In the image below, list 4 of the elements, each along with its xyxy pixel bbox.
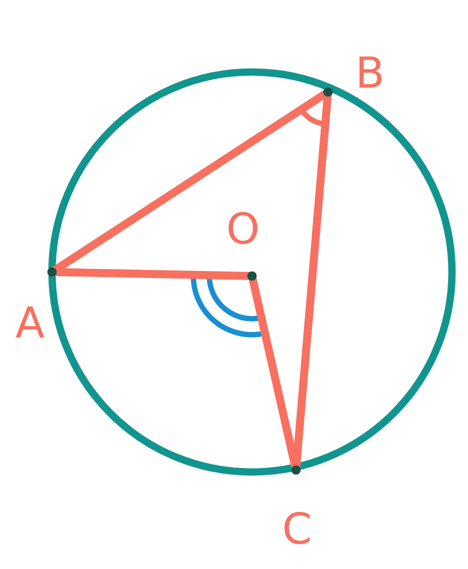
point-label: O (228, 212, 258, 244)
point-label: C (284, 512, 310, 544)
point-label: B (360, 56, 382, 88)
point-label: A (16, 306, 44, 338)
